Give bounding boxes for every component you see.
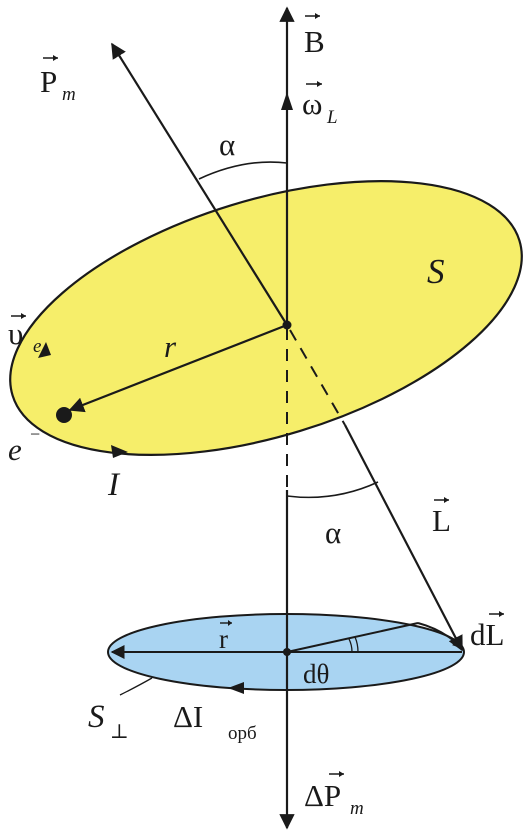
- label-s-perp: S ⊥: [88, 699, 129, 743]
- label-alpha-bottom: α: [325, 515, 341, 550]
- svg-text:B: B: [304, 24, 325, 59]
- svg-text:υ: υ: [8, 316, 23, 351]
- svg-text:−: −: [30, 424, 40, 444]
- current-arrowhead: [111, 445, 128, 458]
- svg-text:e: e: [33, 336, 41, 357]
- svg-text:dL: dL: [470, 617, 504, 652]
- dtheta-arc-1: [348, 638, 353, 653]
- label-b: B: [304, 13, 325, 59]
- omega-arrowhead: [281, 92, 293, 110]
- label-r-vector: r: [219, 620, 232, 654]
- svg-text:S: S: [88, 699, 105, 735]
- svg-text:L: L: [326, 107, 338, 128]
- svg-text:⊥: ⊥: [110, 721, 129, 743]
- label-dl: dL: [470, 611, 504, 652]
- svg-text:e: e: [8, 432, 22, 467]
- electron-dot: [56, 407, 72, 423]
- label-omega-l: ω L: [302, 81, 338, 128]
- svg-text:ΔI: ΔI: [173, 699, 203, 734]
- label-electron: e −: [8, 424, 40, 467]
- label-delta-pm: ΔP m: [304, 771, 364, 819]
- svg-text:m: m: [350, 798, 364, 819]
- alpha-arc-top: [198, 161, 288, 180]
- l-vector: [344, 424, 463, 652]
- svg-text:орб: орб: [228, 723, 257, 744]
- label-l: L: [432, 497, 451, 538]
- label-delta-i: ΔI орб: [173, 699, 257, 744]
- label-ve: υ e: [8, 313, 41, 357]
- svg-text:L: L: [432, 503, 451, 538]
- orbit-ellipse: [9, 180, 523, 456]
- label-current: I: [107, 467, 121, 503]
- label-s: S: [427, 252, 445, 291]
- l-vector-dashed: [289, 329, 346, 426]
- svg-text:P: P: [40, 64, 57, 99]
- svg-text:ΔP: ΔP: [304, 778, 341, 813]
- r-rotated: [286, 622, 419, 653]
- dtheta-arc-2: [354, 636, 359, 653]
- label-r: r: [164, 329, 177, 364]
- label-dtheta: dθ: [303, 659, 329, 689]
- svg-text:ω: ω: [302, 86, 322, 121]
- small-center-dot: [283, 648, 291, 656]
- pm-vector: [111, 42, 288, 326]
- radius-vector: [68, 323, 288, 413]
- svg-text:r: r: [219, 624, 228, 654]
- label-alpha-top: α: [219, 127, 235, 162]
- dl-vector: [417, 622, 463, 649]
- velocity-arrowhead: [38, 342, 51, 358]
- alpha-arc-bottom: [286, 481, 379, 499]
- delta-i-arrowhead: [228, 682, 244, 694]
- center-dot: [282, 320, 292, 330]
- label-pm: P m: [40, 55, 76, 105]
- s-perp-pointer: [119, 677, 153, 696]
- svg-text:m: m: [62, 84, 76, 105]
